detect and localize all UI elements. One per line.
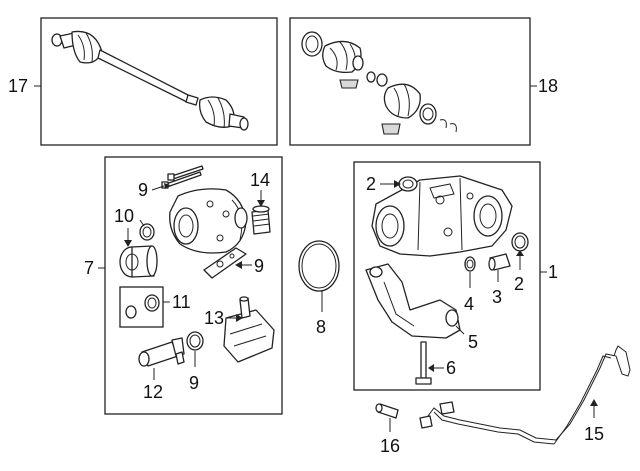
callout-9-gasket: 9	[254, 256, 264, 276]
differential-assembly-box	[353, 161, 541, 391]
axle-shaft-drawing	[51, 30, 249, 131]
coupling-housing-drawing	[169, 188, 248, 254]
seal-kit-11-drawing	[119, 286, 164, 328]
callout-18: 18	[538, 76, 558, 96]
clamp-16-drawing	[375, 403, 399, 419]
oring-8-drawing	[298, 240, 340, 292]
arrow-6	[428, 364, 434, 372]
callout-11: 11	[172, 292, 191, 312]
arrow-9-bolts	[164, 183, 170, 189]
callout-12: 12	[143, 382, 163, 402]
differential-housing-drawing	[371, 175, 513, 257]
callout-3: 3	[492, 287, 502, 307]
axle-seal-2-right-drawing	[511, 232, 529, 252]
bracket-5-drawing	[365, 263, 461, 339]
arrow-2-right	[516, 250, 524, 256]
bushing-14-drawing	[251, 205, 271, 235]
callout-16: 16	[380, 436, 400, 456]
arrow-9-gasket	[235, 261, 242, 269]
pump-13-drawing	[223, 296, 275, 363]
oring-9-drawing	[186, 331, 204, 351]
arrow-14	[257, 200, 265, 207]
callout-7: 7	[84, 258, 94, 278]
arrow-2-top	[394, 180, 401, 188]
callout-13: 13	[204, 308, 224, 328]
callout-1: 1	[548, 262, 558, 282]
callout-17: 17	[8, 76, 28, 96]
oring-4-drawing	[464, 256, 476, 272]
vent-hose-15-drawing	[419, 345, 631, 445]
leader-9-bolts	[151, 185, 165, 191]
arrow-13	[236, 314, 243, 322]
axle-shaft-box	[40, 17, 278, 146]
cv-boot-kit-drawing	[301, 31, 457, 135]
solenoid-12-drawing	[138, 337, 185, 367]
axle-seal-2-top-drawing	[398, 176, 418, 192]
coupling-assembly-box	[104, 156, 283, 415]
callout-9-bolts: 9	[138, 180, 148, 200]
callout-9-oring: 9	[189, 373, 199, 393]
gasket-9-drawing	[203, 247, 247, 279]
cv-boot-kit-box	[289, 17, 531, 146]
callout-5: 5	[468, 332, 478, 352]
breather-3-drawing	[488, 253, 511, 271]
callout-10: 10	[114, 206, 134, 226]
leader-10-seal	[139, 219, 145, 227]
callout-14: 14	[250, 170, 270, 190]
coupling-flange-drawing	[119, 245, 158, 278]
callout-6: 6	[446, 358, 456, 378]
coupling-seal-drawing	[139, 223, 155, 241]
callout-15: 15	[584, 424, 604, 444]
callout-2-top: 2	[366, 174, 376, 194]
callout-2-right: 2	[514, 274, 524, 294]
callout-8: 8	[316, 317, 326, 337]
leader-5	[455, 325, 465, 335]
arrow-10	[124, 240, 132, 247]
arrow-15	[590, 399, 598, 406]
callout-4: 4	[464, 294, 474, 314]
bolt-6-drawing	[415, 341, 432, 385]
